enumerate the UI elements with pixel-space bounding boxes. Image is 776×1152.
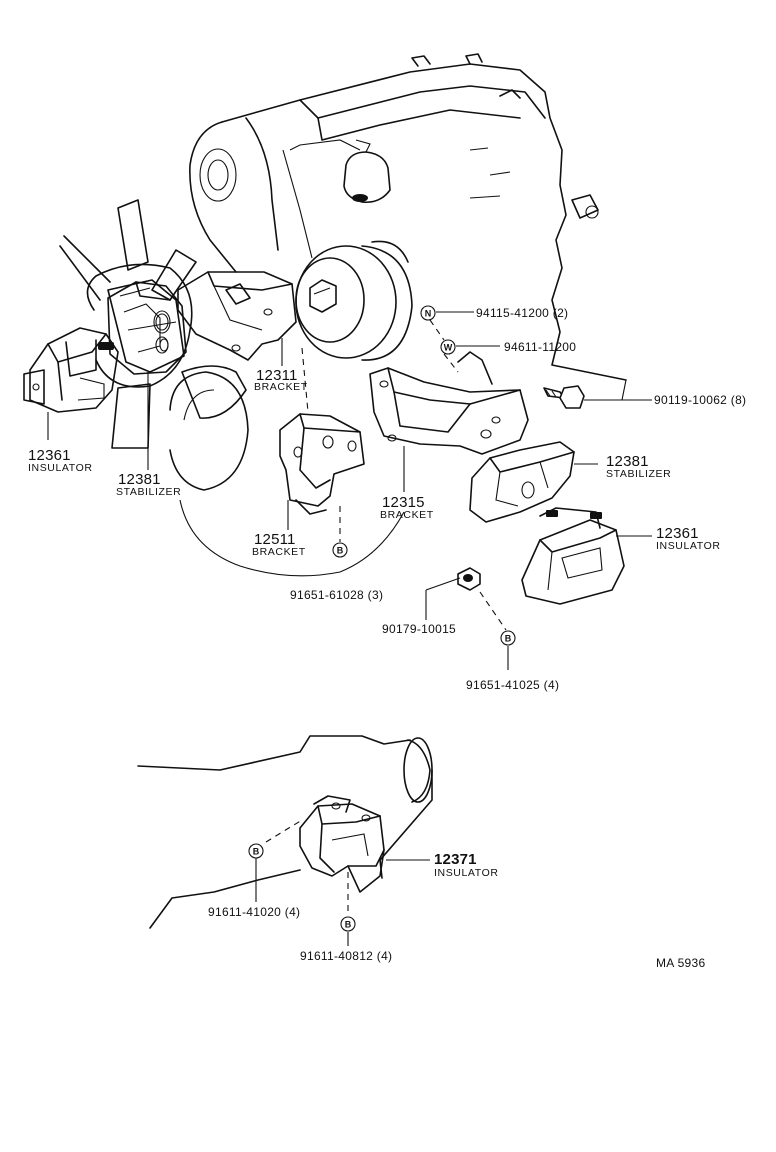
fastener-part-number: 90179-10015 bbox=[382, 622, 456, 636]
fastener-part-number: 94611-11200 bbox=[504, 340, 576, 354]
fastener-part-number: 91611-40812 (4) bbox=[300, 949, 392, 963]
symbol-b-icon: B bbox=[500, 630, 516, 646]
symbol-b-icon: B bbox=[340, 916, 356, 932]
left-insulator-illustration bbox=[23, 327, 119, 413]
fastener-part-number: 91651-61028 (3) bbox=[290, 588, 383, 602]
part-name-label: STABILIZER bbox=[116, 486, 181, 498]
part-name-label: BRACKET bbox=[380, 509, 434, 521]
bracket-12315-illustration bbox=[369, 351, 529, 455]
symbol-b-icon: B bbox=[332, 542, 348, 558]
svg-text:W: W bbox=[444, 343, 453, 353]
left-stabilizer-illustration bbox=[107, 281, 187, 375]
leader-lines bbox=[47, 311, 652, 946]
part-name-label: BRACKET bbox=[254, 381, 308, 393]
right-stabilizer-illustration bbox=[469, 441, 575, 523]
symbol-n-icon: N bbox=[420, 305, 436, 321]
part-number-label: 12361 bbox=[656, 525, 699, 542]
part-number-label: 12361 bbox=[28, 447, 71, 464]
bracket-12511-illustration bbox=[279, 347, 365, 515]
fastener-part-number: 90119-10062 (8) bbox=[654, 393, 746, 407]
engine-block-illustration bbox=[189, 53, 627, 381]
fastener-part-number: 91611-41020 (4) bbox=[208, 905, 300, 919]
transmission-illustration bbox=[137, 735, 433, 929]
nut-illustration bbox=[457, 567, 481, 591]
svg-text:B: B bbox=[337, 546, 344, 556]
right-insulator-illustration bbox=[521, 507, 625, 605]
part-name-label: BRACKET bbox=[252, 546, 306, 558]
part-number-label: 12381 bbox=[118, 471, 161, 488]
part-number-label: 12311 bbox=[256, 367, 298, 384]
bracket-12311-illustration bbox=[177, 271, 297, 361]
symbol-w-icon: W bbox=[440, 339, 456, 355]
svg-text:B: B bbox=[253, 847, 260, 857]
svg-text:B: B bbox=[505, 634, 512, 644]
part-number-label: 12371 bbox=[434, 851, 477, 868]
part-number-label: 12315 bbox=[382, 494, 425, 511]
part-name-label: INSULATOR bbox=[434, 867, 499, 879]
bolt-illustration bbox=[543, 385, 585, 409]
fastener-part-number: 91651-41025 (4) bbox=[466, 678, 559, 692]
rear-insulator-12371-illustration bbox=[299, 795, 385, 893]
part-name-label: INSULATOR bbox=[28, 462, 93, 474]
symbol-b-icon: B bbox=[248, 843, 264, 859]
part-name-label: STABILIZER bbox=[606, 468, 671, 480]
part-number-label: 12381 bbox=[606, 453, 649, 470]
svg-text:B: B bbox=[345, 920, 352, 930]
diagram-code: MA 5936 bbox=[656, 956, 705, 970]
fastener-part-number: 94115-41200 (2) bbox=[476, 306, 568, 320]
part-number-label: 12511 bbox=[254, 531, 296, 548]
water-pump-pulley-illustration bbox=[295, 240, 413, 361]
part-name-label: INSULATOR bbox=[656, 540, 721, 552]
svg-text:N: N bbox=[425, 309, 432, 319]
